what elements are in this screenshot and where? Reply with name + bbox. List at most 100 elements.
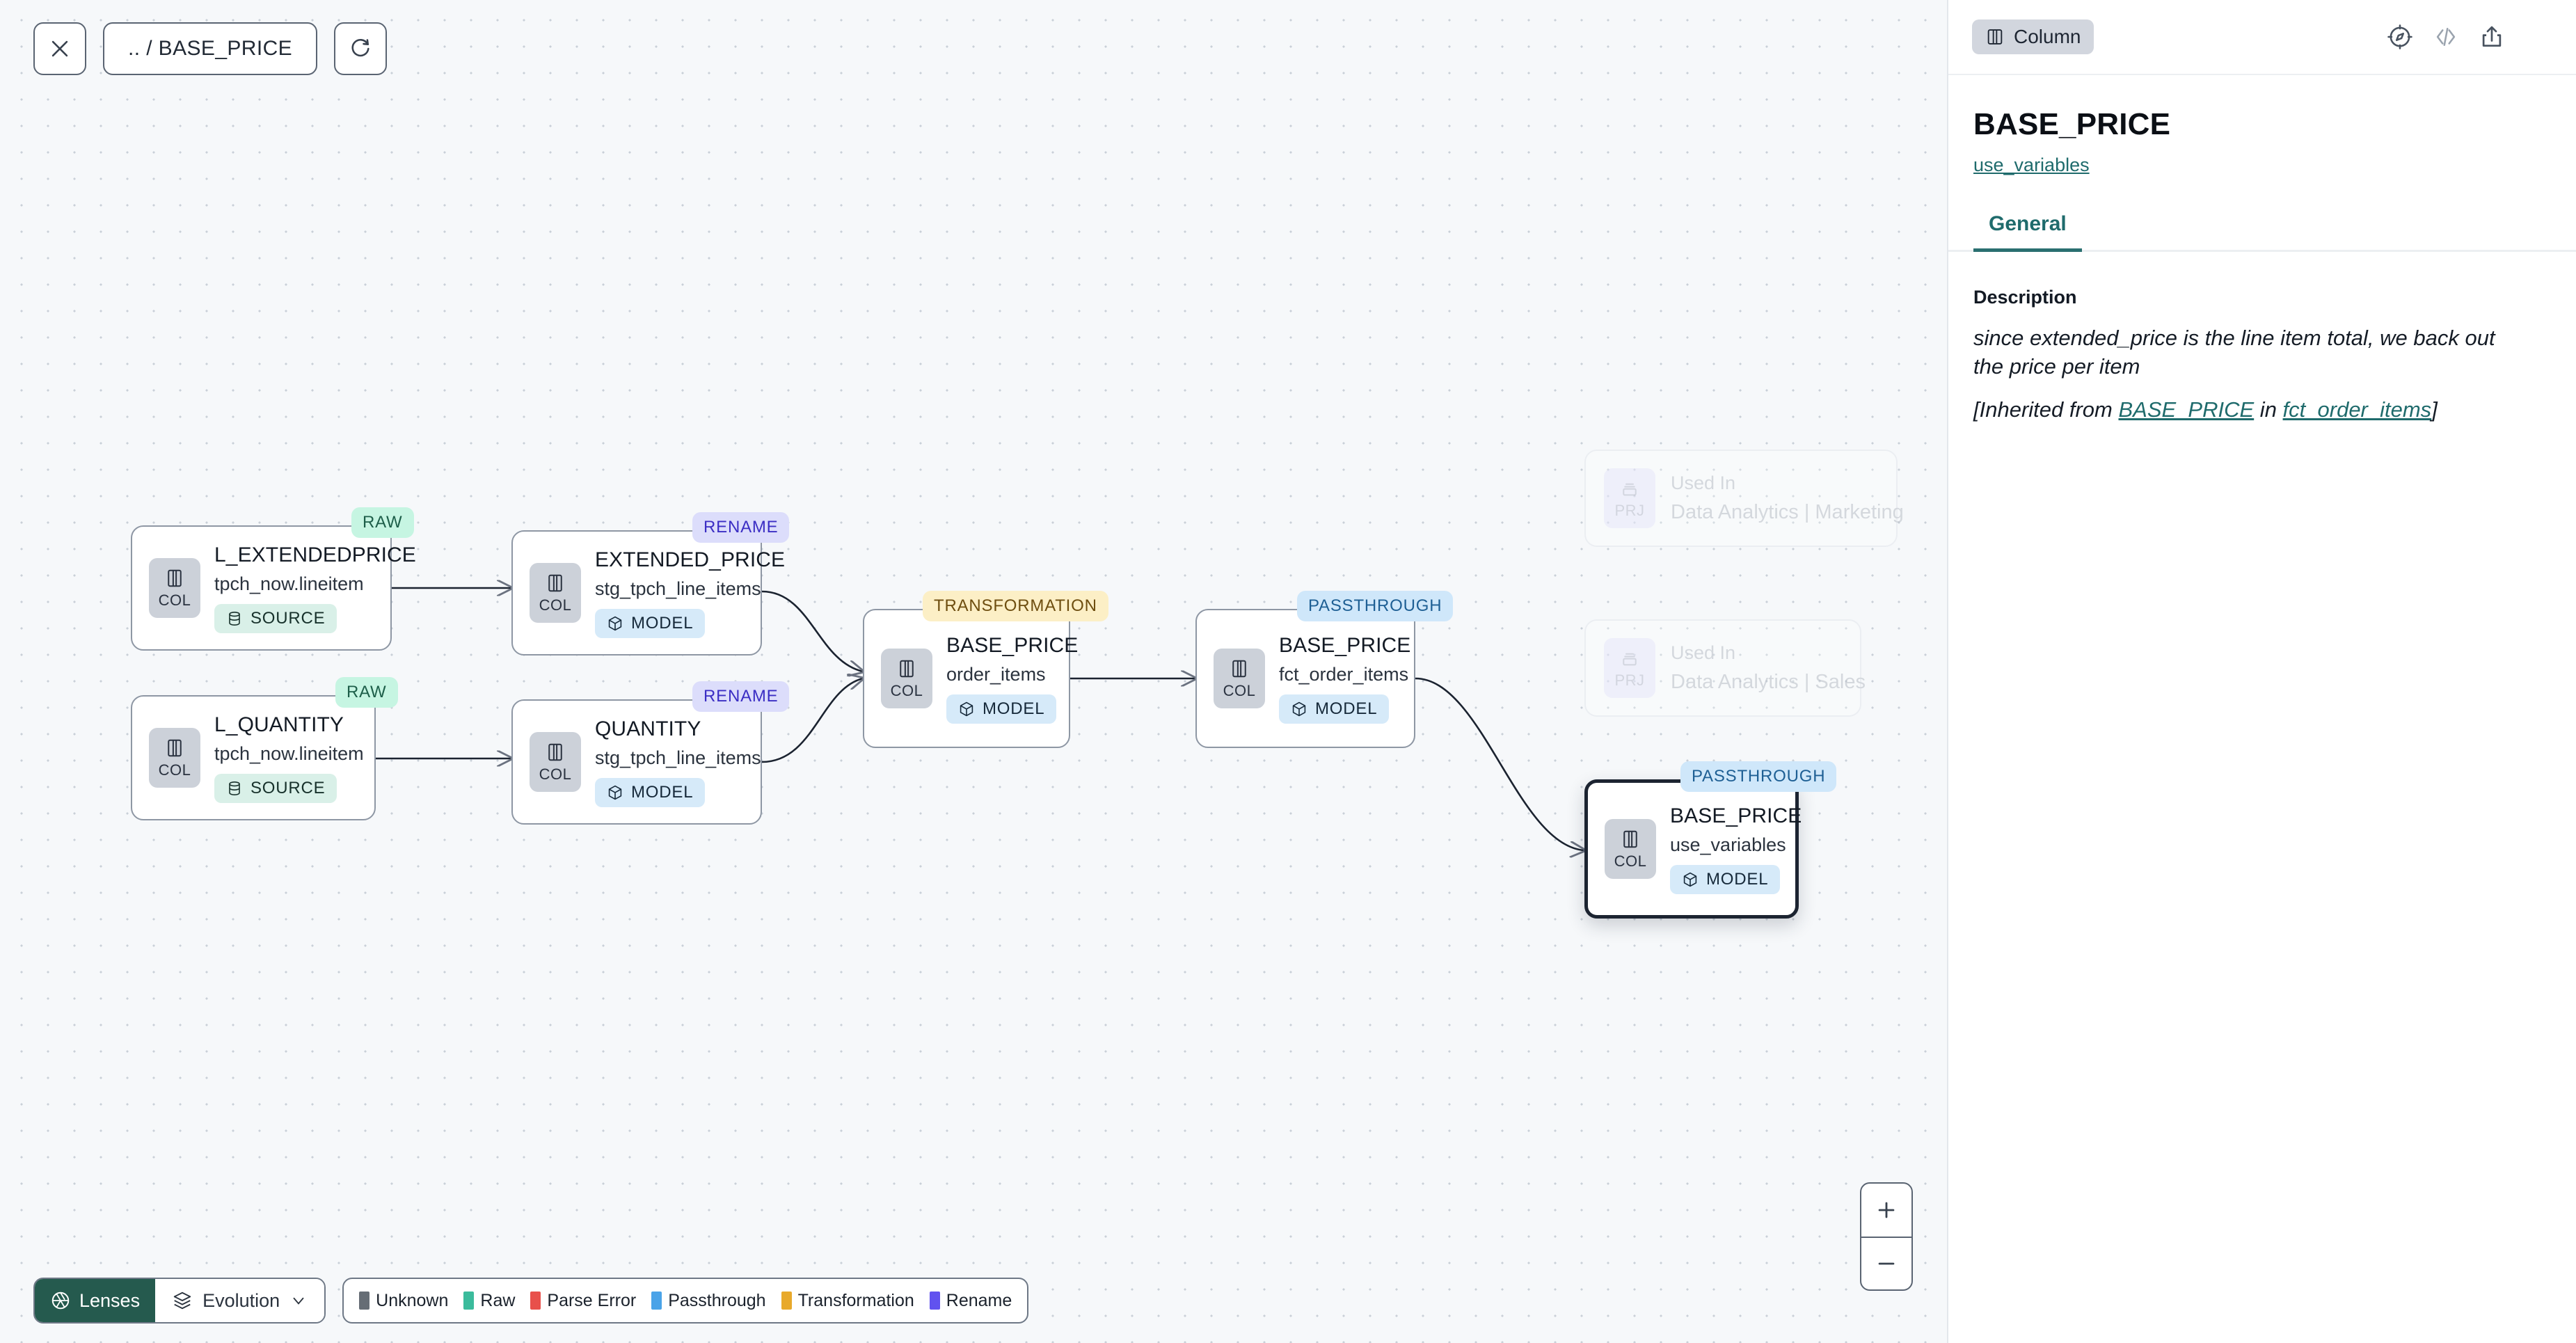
node-title: BASE_PRICE [946, 633, 1079, 657]
node-status-tag: TRANSFORMATION [923, 591, 1108, 621]
node-type-badge: COL [149, 558, 200, 618]
tab-general[interactable]: General [1973, 212, 2082, 252]
column-icon [900, 660, 914, 678]
node-status-tag: PASSTHROUGH [1297, 591, 1454, 621]
legend-swatch [781, 1292, 792, 1310]
inherited-prefix: [Inherited from [1973, 397, 2119, 422]
column-icon [1987, 29, 2003, 45]
node-kind-label: MODEL [631, 782, 694, 802]
node-type-badge: COL [881, 649, 932, 708]
legend-label: Passthrough [668, 1290, 766, 1310]
used-in-target: Data Analytics | Sales [1671, 671, 1866, 693]
parent-model-link[interactable]: use_variables [1973, 154, 2090, 175]
node-type-label: COL [158, 591, 191, 609]
node-kind-chip: SOURCE [214, 773, 337, 803]
legend-label: Transformation [797, 1290, 914, 1310]
legend-label: Raw [480, 1290, 516, 1310]
zoom-out-button[interactable] [1861, 1237, 1911, 1289]
node-subtitle: fct_order_items [1279, 663, 1409, 685]
inherited-column-link[interactable]: BASE_PRICE [2118, 397, 2255, 422]
lineage-canvas[interactable]: .. / BASE_PRICE COL L_EXTENDEDPRICE tpch_n… [0, 0, 1947, 1343]
node-title: L_EXTENDEDPRICE [214, 543, 416, 566]
legend-swatch [929, 1292, 940, 1310]
close-button[interactable] [33, 22, 86, 75]
close-icon [2525, 24, 2551, 50]
details-panel: Column [1947, 0, 2576, 1343]
canvas-toolbar: .. / BASE_PRICE [33, 22, 388, 75]
node-subtitle: stg_tpch_line_items [595, 747, 761, 768]
column-icon [1623, 830, 1637, 848]
node-kind-chip: MODEL [1670, 864, 1781, 894]
details-panel-header: Column [1948, 0, 2576, 75]
cube-icon [1683, 872, 1697, 887]
legend-swatch [651, 1292, 662, 1310]
node-kind-label: MODEL [631, 613, 694, 633]
zoom-controls [1860, 1182, 1913, 1291]
legend-item: Parse Error [530, 1291, 636, 1311]
panel-close-button[interactable] [2525, 24, 2551, 50]
description-text: since extended_price is the line item to… [1973, 326, 2495, 379]
node-type-label: COL [158, 761, 191, 779]
node-subtitle: order_items [946, 663, 1046, 685]
description-label: Description [1973, 287, 2077, 308]
legend-item: Passthrough [651, 1290, 766, 1311]
layers-icon [173, 1292, 191, 1310]
panel-header-actions [2387, 24, 2551, 50]
node-kind-chip: SOURCE [214, 603, 337, 633]
refresh-button[interactable] [334, 22, 388, 75]
breadcrumb-button[interactable]: .. / BASE_PRICE [103, 22, 318, 75]
lenses-label: Lenses [79, 1289, 141, 1311]
panel-body: Description since extended_price is the … [1948, 252, 2576, 422]
node-type-label: COL [539, 596, 572, 614]
zoom-in-button[interactable] [1861, 1184, 1911, 1237]
node-title: EXTENDED_PRICE [595, 548, 786, 571]
node-type-badge: COL [149, 728, 200, 788]
inherited-model-link[interactable]: fct_order_items [2282, 397, 2432, 422]
node-kind-label: MODEL [1706, 869, 1769, 889]
evolution-dropdown[interactable]: Evolution [155, 1279, 325, 1322]
project-badge: PRJ [1604, 468, 1655, 528]
node-kind-chip: MODEL [1279, 694, 1390, 724]
node-type-badge: COL [530, 563, 581, 623]
column-icon [548, 743, 562, 761]
explore-button[interactable] [2387, 24, 2413, 50]
minus-icon [1878, 1262, 1895, 1265]
legend-label: Rename [946, 1290, 1012, 1310]
inherited-suffix: ] [2431, 397, 2438, 422]
plus-icon [1878, 1202, 1895, 1218]
node-subtitle: tpch_now.lineitem [214, 573, 364, 594]
cube-icon [1292, 701, 1306, 716]
node-type-badge: COL [530, 732, 581, 792]
code-icon [2436, 28, 2456, 46]
lenses-button[interactable]: Lenses [35, 1279, 156, 1322]
node-type-badge: COL [1605, 819, 1656, 879]
node-type-label: COL [890, 682, 923, 699]
node-status-tag: PASSTHROUGH [1680, 761, 1837, 792]
page-title: BASE_PRICE [1973, 107, 2171, 141]
node-status-tag: RENAME [692, 512, 790, 543]
share-button[interactable] [2479, 24, 2505, 50]
legend-label: Unknown [376, 1290, 449, 1310]
breadcrumb: .. / BASE_PRICE [128, 37, 293, 60]
view-code-button[interactable] [2433, 24, 2459, 50]
node-status-tag: RAW [335, 677, 398, 708]
project-badge-label: PRJ [1614, 672, 1645, 689]
lineage-legend: Unknown Raw Parse Error Passthrough Transfor… [342, 1278, 1029, 1324]
share-icon [2482, 26, 2502, 47]
used-in-target: Data Analytics | Marketing [1671, 501, 1904, 523]
entity-kind-badge: Column [1972, 19, 2094, 54]
